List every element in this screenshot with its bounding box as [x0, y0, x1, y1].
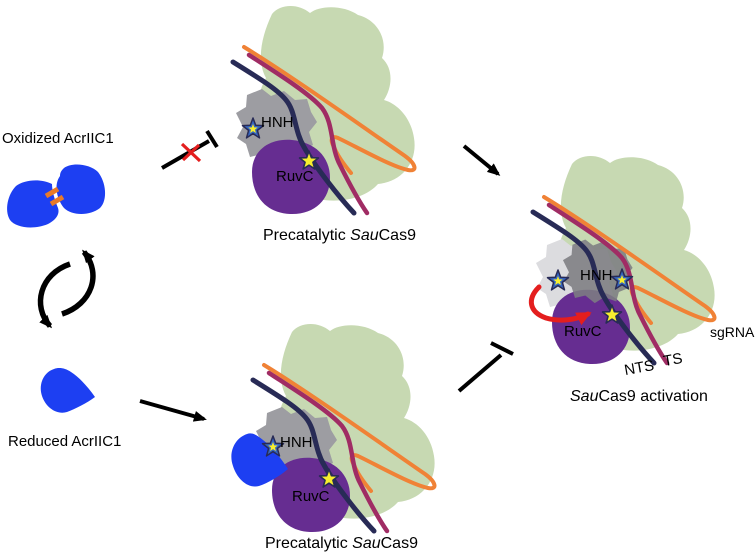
activated-cas9 — [528, 155, 714, 364]
acr-lobe-left — [7, 180, 59, 228]
nts-label-text: NTS — [622, 357, 656, 380]
ruvc-label-bottom: RuvC — [292, 488, 330, 505]
activation-arrow — [462, 144, 501, 176]
oxidized-acriic1-label: Oxidized AcrIIC1 — [2, 130, 114, 147]
t-bar-icon — [205, 129, 219, 149]
ruvc-label-top: RuvC — [276, 168, 314, 185]
reduced-acriic1-shape — [40, 368, 95, 413]
inhibition-arrow — [457, 341, 514, 393]
hnh-movement-arrow — [528, 284, 592, 326]
redox-cycle-arrows — [37, 249, 96, 329]
ruvc-label-right: RuvC — [564, 323, 602, 340]
disulfide-bond-icon — [44, 186, 60, 199]
caption-species: Sau — [350, 227, 379, 244]
caption-species: Sau — [570, 388, 599, 405]
acr-lobe-right — [56, 164, 106, 214]
caption-precatalytic-bottom: Precatalytic SauCas9 — [265, 535, 418, 553]
sgrna-label: sgRNA — [710, 324, 755, 340]
caption-precatalytic-top: Precatalytic SauCas9 — [263, 227, 416, 245]
precatalytic-cas9-bottom — [231, 323, 434, 532]
caption-suffix: Cas9 activation — [598, 388, 708, 405]
bound-acriic1-shape — [231, 433, 288, 487]
disulfide-bond-icon — [49, 194, 65, 207]
hnh-label-bottom: HNH — [280, 434, 313, 451]
caption-prefix: Precatalytic — [265, 535, 353, 552]
t-bar-icon — [490, 341, 514, 356]
caption-prefix: Precatalytic — [263, 227, 351, 244]
caption-suffix: Cas9 — [378, 227, 416, 244]
caption-activation: SauCas9 activation — [570, 388, 708, 406]
ts-label: TS — [661, 349, 684, 371]
blocked-inhibition-arrow — [161, 129, 219, 170]
caption-suffix: Cas9 — [380, 535, 418, 552]
cycle-arrow-down-icon — [37, 261, 72, 329]
oxidized-acriic1-shape — [7, 164, 106, 228]
ts-label-text: TS — [661, 349, 684, 371]
hnh-label-right: HNH — [580, 267, 613, 284]
caption-species: Sau — [352, 535, 381, 552]
reduced-binding-arrow — [139, 399, 207, 422]
precatalytic-cas9-top — [233, 5, 415, 214]
hnh-label-top: HNH — [261, 114, 294, 131]
red-x-icon — [180, 142, 202, 163]
nts-label: NTS — [623, 357, 656, 380]
cycle-arrow-up-icon — [61, 249, 96, 317]
reduced-acriic1-label: Reduced AcrIIC1 — [8, 433, 122, 450]
